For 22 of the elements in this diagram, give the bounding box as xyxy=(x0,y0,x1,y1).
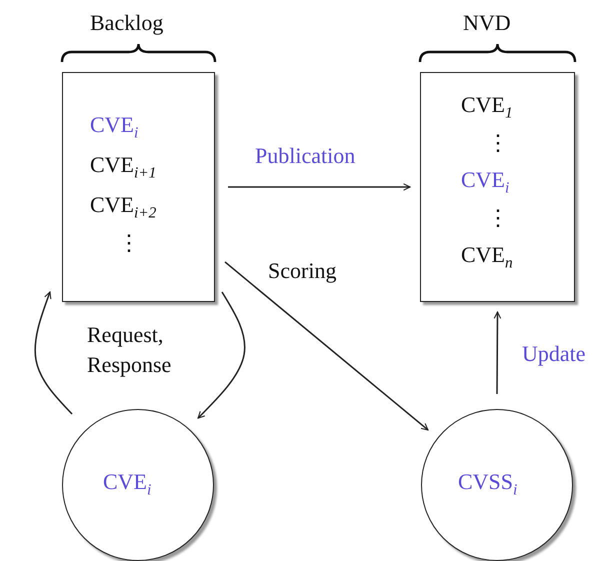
arrow xyxy=(34,291,73,415)
edge-label: Update xyxy=(522,342,586,366)
list-item: CVSS$_{i}$ xyxy=(458,470,518,500)
list-item: CVE$_{i}$ xyxy=(90,113,138,142)
ellipsis: ⋮ xyxy=(487,206,509,230)
arrow xyxy=(198,292,246,419)
ellipsis: ⋮ xyxy=(487,131,509,156)
heading: NVD xyxy=(463,11,511,36)
edge-label: Scoring xyxy=(268,259,336,284)
list-item: CVE$_{n}$ xyxy=(461,243,513,272)
list-item: CVE$_{1}$ xyxy=(461,93,513,122)
list-item: CVE$_{i}$ xyxy=(103,470,152,500)
arrow xyxy=(494,311,502,394)
edge-label: Publication xyxy=(255,144,356,168)
arrow xyxy=(228,183,411,191)
arrow xyxy=(224,261,428,431)
ellipsis: ⋮ xyxy=(118,231,140,256)
annotation-text: Request, Response xyxy=(87,321,172,379)
heading: Backlog xyxy=(90,11,164,36)
list-item: CVE$_{i+2}$ xyxy=(90,193,156,222)
list-item: CVE$_{i+1}$ xyxy=(90,153,156,182)
list-item: CVE$_{i}$ xyxy=(461,168,510,198)
